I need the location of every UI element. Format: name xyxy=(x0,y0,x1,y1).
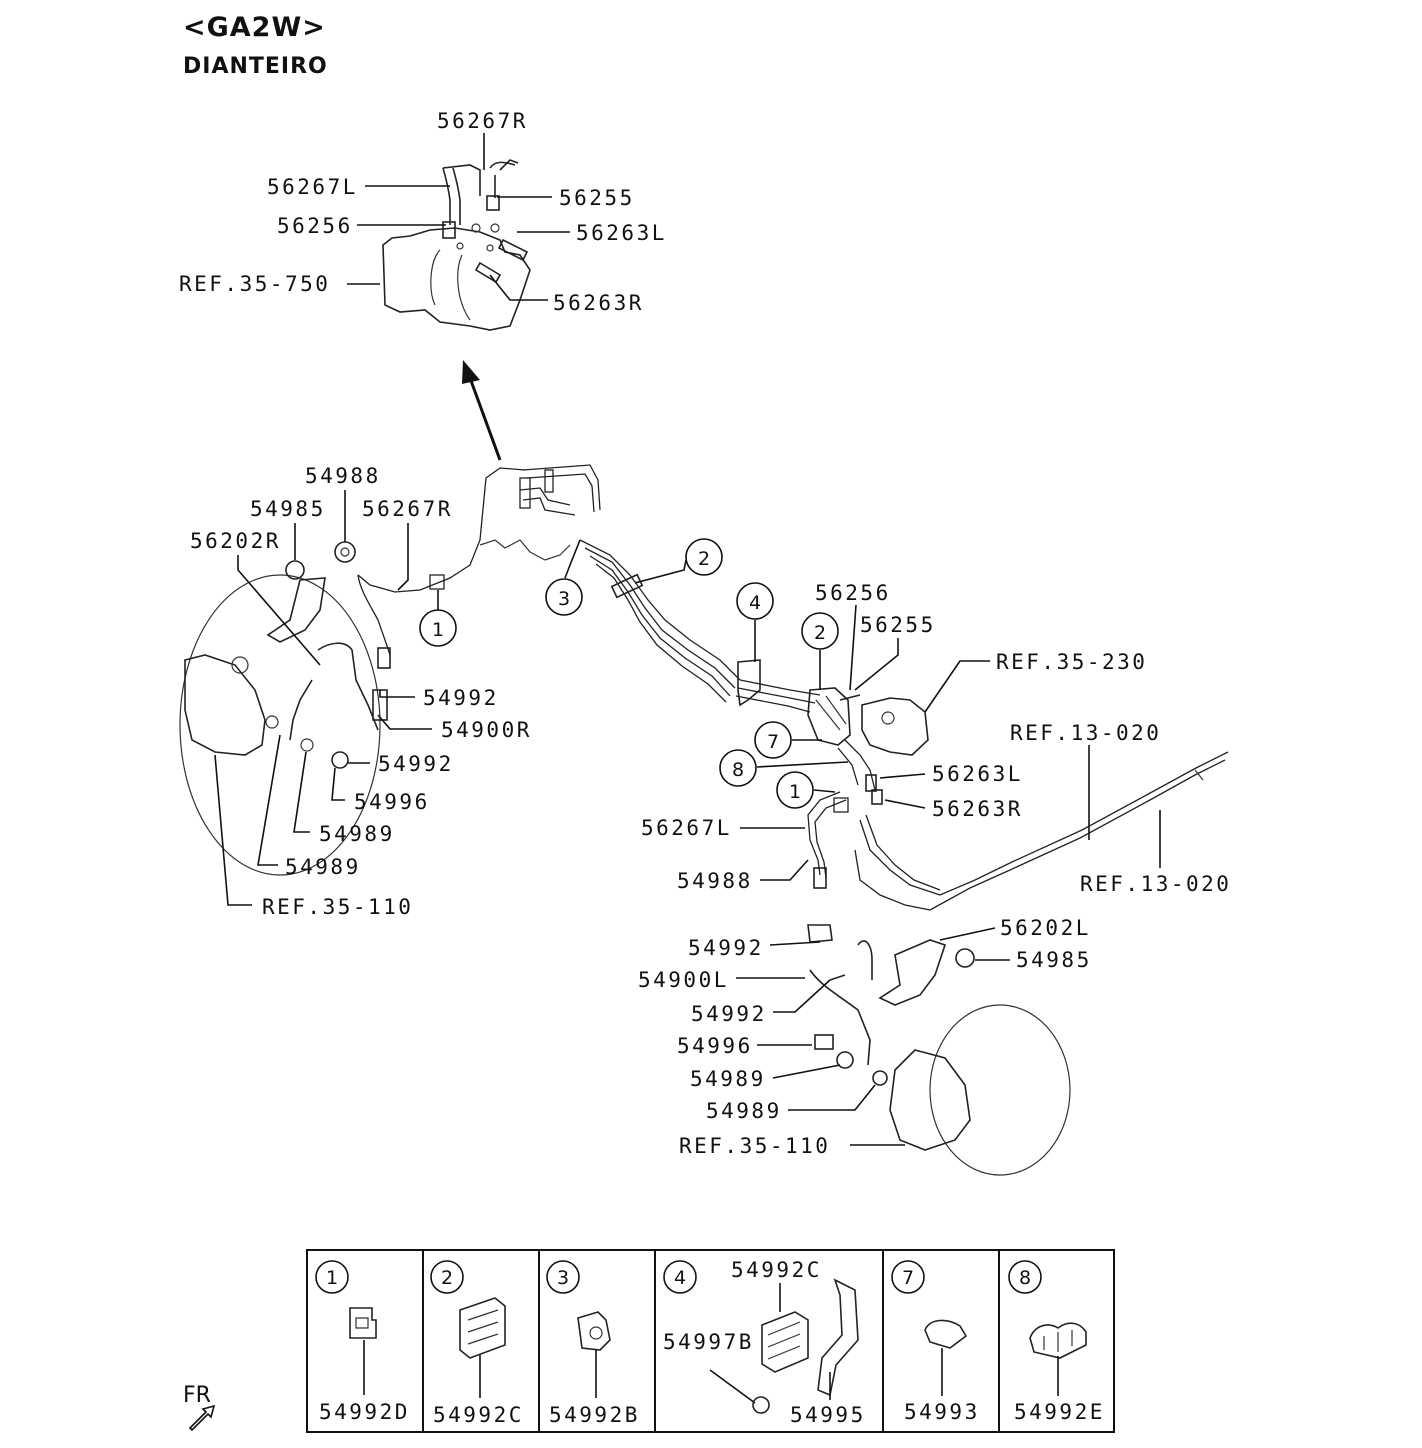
left-leaders xyxy=(214,490,432,906)
model-title: <GA2W> xyxy=(183,12,326,43)
label-56267R-left: 56267R xyxy=(362,497,453,521)
label-54985-left: 54985 xyxy=(250,497,326,521)
label-54989-left-b: 54989 xyxy=(285,855,361,879)
clip-legend-table: 1 54992D 2 54992C 3 54992B 4 54992C 5499… xyxy=(306,1249,1115,1433)
label-54992-left-b: 54992 xyxy=(378,752,454,776)
legend-num-3: 3 xyxy=(557,1267,569,1289)
legend-num-7: 7 xyxy=(902,1267,914,1289)
section-title: DIANTEIRO xyxy=(183,54,328,79)
top-leaders xyxy=(347,133,570,301)
fr-label: FR xyxy=(183,1383,211,1408)
label-56263R-top: 56263R xyxy=(553,291,644,315)
legend-num-8: 8 xyxy=(1019,1267,1031,1289)
front-direction-indicator: FR xyxy=(183,1383,216,1432)
label-54989-right-b: 54989 xyxy=(706,1099,782,1123)
label-ref-35-110-right: REF.35-110 xyxy=(679,1134,830,1158)
label-54996-right: 54996 xyxy=(677,1034,753,1058)
legend-part-4-bottom: 54995 xyxy=(790,1403,866,1427)
callout-3: 3 xyxy=(558,588,570,610)
label-54900R: 54900R xyxy=(441,718,532,742)
label-54985-right: 54985 xyxy=(1016,948,1092,972)
label-56267L-mid: 56267L xyxy=(641,816,732,840)
legend-part-54992E: 54992E xyxy=(1014,1400,1105,1424)
circle-callouts: 1 2 3 4 2 7 8 1 xyxy=(419,538,849,809)
right-wheel-assembly xyxy=(807,924,1071,1176)
middle-leaders xyxy=(740,604,1161,881)
label-56263R-mid: 56263R xyxy=(932,797,1023,821)
right-leaders xyxy=(736,927,1010,1146)
label-56202L: 56202L xyxy=(1000,916,1091,940)
fr-arrow-icon xyxy=(188,1404,216,1432)
label-56255-mid: 56255 xyxy=(860,613,936,637)
label-56256-top: 56256 xyxy=(277,214,353,238)
label-56256-mid: 56256 xyxy=(815,581,891,605)
label-54900L: 54900L xyxy=(638,968,729,992)
label-54996-left: 54996 xyxy=(354,790,430,814)
label-54992-right-b: 54992 xyxy=(691,1002,767,1026)
label-54989-right-a: 54989 xyxy=(690,1067,766,1091)
label-54992-left-a: 54992 xyxy=(423,686,499,710)
callout-8: 8 xyxy=(732,759,744,781)
label-ref-35-110-left: REF.35-110 xyxy=(262,895,413,919)
callout-2-mid: 2 xyxy=(698,548,710,570)
label-56267R-top: 56267R xyxy=(437,109,528,133)
label-ref-13-020-b: REF.13-020 xyxy=(1080,872,1231,896)
label-54992-right-a: 54992 xyxy=(688,936,764,960)
callout-2-right: 2 xyxy=(814,622,826,644)
legend-num-4: 4 xyxy=(674,1267,686,1289)
label-56255-top: 56255 xyxy=(559,186,635,210)
legend-num-2: 2 xyxy=(441,1267,453,1289)
legend-num-1: 1 xyxy=(326,1267,338,1289)
legend-part-54992D: 54992D xyxy=(319,1400,410,1424)
legend-part-4-top: 54992C xyxy=(731,1258,822,1282)
label-ref-35-750: REF.35-750 xyxy=(179,272,330,296)
label-54988-left: 54988 xyxy=(305,464,381,488)
legend-part-54992C: 54992C xyxy=(433,1403,524,1427)
callout-1-right: 1 xyxy=(789,781,801,803)
label-56263L-top: 56263L xyxy=(576,221,667,245)
legend-part-4-left: 54997B xyxy=(663,1330,754,1354)
label-54988-mid: 54988 xyxy=(677,869,753,893)
label-ref-13-020-a: REF.13-020 xyxy=(1010,721,1161,745)
left-wheel-assembly xyxy=(179,541,391,876)
main-brake-pipes xyxy=(357,464,1229,911)
label-56202R: 56202R xyxy=(190,529,281,553)
legend-part-54993: 54993 xyxy=(904,1400,980,1424)
callout-7: 7 xyxy=(767,731,779,753)
label-56263L-mid: 56263L xyxy=(932,762,1023,786)
detail-arrow xyxy=(462,360,502,461)
label-54989-left-a: 54989 xyxy=(319,822,395,846)
label-56267L-top: 56267L xyxy=(267,175,358,199)
callout-1-left: 1 xyxy=(432,619,444,641)
callout-4: 4 xyxy=(749,592,761,614)
label-ref-35-230: REF.35-230 xyxy=(996,650,1147,674)
legend-part-54992B: 54992B xyxy=(549,1403,640,1427)
master-cylinder-detail xyxy=(382,159,531,331)
